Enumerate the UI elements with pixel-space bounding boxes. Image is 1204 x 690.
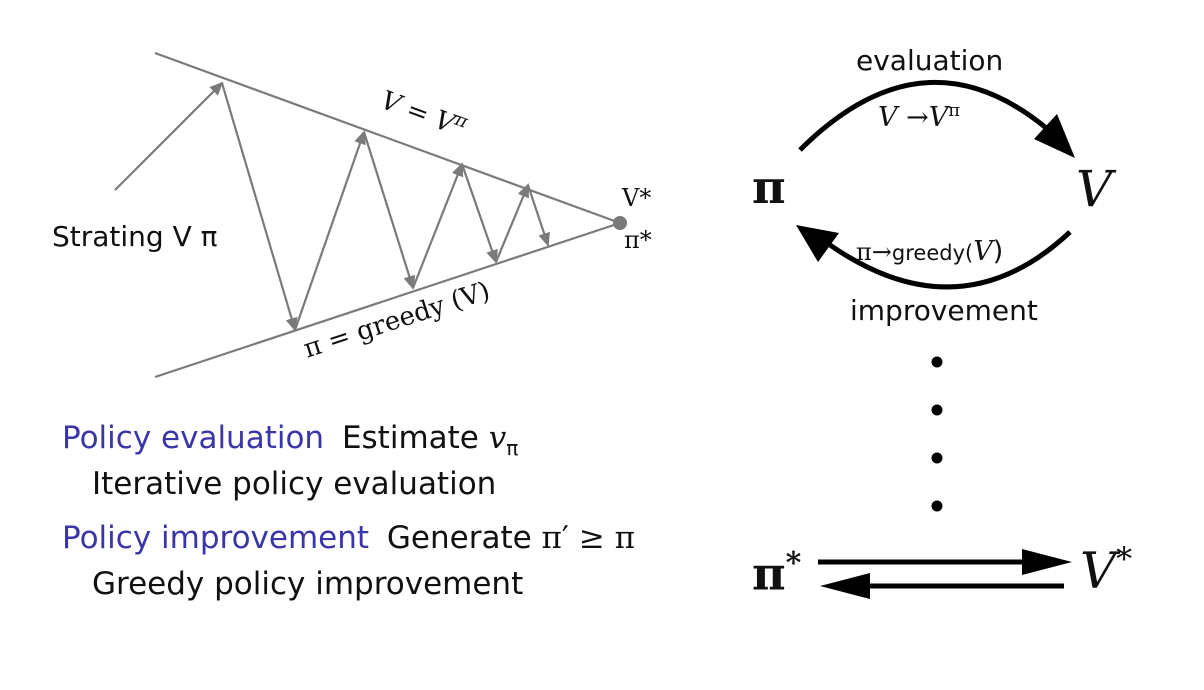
zigzag-arrow <box>460 163 498 264</box>
policy-evaluation-desc: Estimate vπ <box>341 420 519 461</box>
zigzag-arrow <box>526 184 550 247</box>
start-arrow <box>114 81 224 191</box>
v-star-node: V* <box>1080 540 1133 600</box>
pi-node: π <box>752 160 786 214</box>
zigzag-arrow <box>411 162 464 289</box>
improvement-arc <box>828 230 1072 290</box>
improvement-arc-label: π→greedy(V) <box>856 236 1004 267</box>
evaluation-label: evaluation <box>856 44 1004 77</box>
v-node: V <box>1076 160 1113 218</box>
policy-evaluation-line: Policy evaluation Estimate vπ <box>62 420 518 460</box>
evaluation-arc <box>798 79 1062 152</box>
gpi-cycle-diagram <box>796 79 1075 599</box>
evaluation-arrowhead <box>1034 114 1075 158</box>
policy-evaluation-term: Policy evaluation <box>62 420 325 456</box>
policy-improvement-line: Policy improvement Generate π′ ≥ π <box>62 520 635 556</box>
convergence-diagram <box>114 51 627 379</box>
pi-star-to-v-star-arrowhead <box>1022 549 1072 575</box>
v-star-to-pi-star-arrowhead <box>820 573 870 599</box>
improvement-label: improvement <box>850 294 1038 327</box>
policy-improvement-method: Greedy policy improvement <box>92 566 524 602</box>
zigzag-arrow <box>220 82 298 332</box>
improvement-arrowhead <box>796 225 839 262</box>
pi-star-label: π* <box>624 226 652 254</box>
dot <box>931 356 943 368</box>
dot <box>931 404 943 416</box>
dot <box>931 500 943 512</box>
greedy-line <box>154 221 621 379</box>
convergence-point <box>613 216 627 230</box>
v-star-label: V* <box>622 184 652 212</box>
policy-improvement-term: Policy improvement <box>62 520 370 556</box>
zigzag-arrow <box>293 130 366 331</box>
zigzag-arrow <box>494 183 530 263</box>
evaluation-arc-label: V →Vπ <box>878 100 961 133</box>
start-label: Strating V π <box>52 220 218 253</box>
pi-star-node: π* <box>752 546 802 601</box>
value-line <box>154 51 621 225</box>
dot <box>931 452 943 464</box>
policy-evaluation-method: Iterative policy evaluation <box>92 466 497 502</box>
zigzag-arrow <box>362 131 416 290</box>
policy-improvement-desc: Generate π′ ≥ π <box>386 520 636 556</box>
